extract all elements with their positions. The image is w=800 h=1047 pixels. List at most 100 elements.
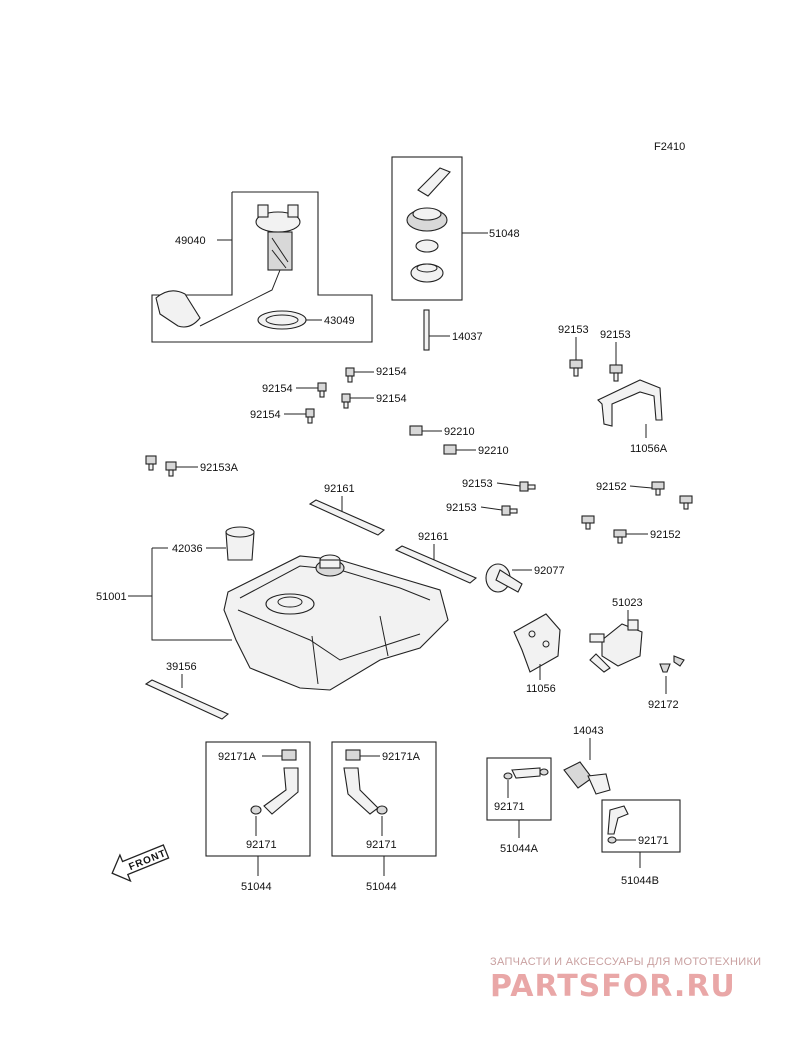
pipe-14037: 14037: [423, 309, 483, 351]
bolt-icon: [501, 505, 518, 516]
label-92153-c: 92153: [462, 478, 493, 490]
bracket-icon: [597, 379, 663, 427]
bolt-icon: [345, 367, 355, 383]
clamp-icon: [345, 749, 361, 761]
bolt-icon: [317, 382, 327, 398]
fuel-pump-icon: [155, 204, 301, 328]
bolt-icon: [305, 408, 315, 424]
label-51001: 51001: [96, 591, 127, 603]
label-39156: 39156: [166, 661, 197, 673]
watermark-logo: PARTSFOR.RU: [490, 969, 736, 1004]
fitting-icon: [563, 761, 611, 795]
label-42036: 42036: [172, 543, 203, 555]
hose-icon: [343, 767, 379, 815]
fuel-pump-group: 49040 43049: [151, 191, 373, 343]
label-92210-a: 92210: [444, 426, 475, 438]
clamp-icon: [250, 805, 262, 815]
nut-icon: [443, 444, 457, 455]
bolt-icon: [569, 359, 583, 377]
label-43049: 43049: [324, 315, 355, 327]
bolts-92153a-group: 92153A: [145, 455, 239, 477]
label-92171-b: 92171: [366, 839, 397, 851]
bolt-icon: [341, 393, 351, 409]
label-51044b: 51044B: [621, 875, 659, 887]
label-92153a: 92153A: [200, 462, 239, 474]
hose-group-51044-right: 92171A 92171 51044: [331, 741, 437, 893]
cap-strap-icon: [417, 167, 451, 197]
watermark-tagline: ЗАПЧАСТИ И АКСЕССУАРЫ ДЛЯ МОТОТЕХНИКИ: [490, 956, 761, 968]
label-51048: 51048: [489, 228, 520, 240]
label-51044a: 51044A: [500, 843, 539, 855]
fuel-valve-icon: [589, 619, 643, 673]
bolt-icon: [651, 481, 665, 496]
label-92171a-a: 92171A: [218, 751, 257, 763]
hose-group-51044b: 92171 51044B: [601, 799, 681, 887]
clamp-icon: [281, 749, 297, 761]
label-92077: 92077: [534, 565, 565, 577]
label-92161-a: 92161: [324, 483, 355, 495]
label-92171a-b: 92171A: [382, 751, 421, 763]
label-14043: 14043: [573, 725, 604, 737]
bolts-92152-group: 92152 92152: [581, 481, 693, 544]
strap-92161-b: 92161: [394, 531, 478, 584]
label-92171-c: 92171: [494, 801, 525, 813]
bolt-icon: [519, 481, 536, 492]
nut-icon: [409, 425, 423, 436]
label-92154-b: 92154: [262, 383, 293, 395]
fuel-cap-group: 51048: [391, 156, 520, 301]
fuel-valve-51023: 51023 92172: [589, 597, 685, 711]
label-92171-a: 92171: [246, 839, 277, 851]
grommet-92077: 92077: [485, 563, 565, 593]
bolts-92153-mid: 92153 92153: [446, 478, 536, 516]
front-arrow-icon: FRONT: [111, 844, 170, 883]
hose-icon: [263, 767, 299, 815]
label-92171-d: 92171: [638, 835, 669, 847]
clamp-icon: [376, 805, 388, 815]
clamp-icon: [503, 768, 549, 780]
screw-icon: [659, 655, 685, 673]
label-92210-b: 92210: [478, 445, 509, 457]
bracket-11056: 11056: [513, 613, 561, 695]
label-92154-d: 92154: [250, 409, 281, 421]
bracket-icon: [513, 613, 561, 673]
cap-gasket-icon: [415, 239, 439, 253]
bolt-icon: [145, 455, 157, 471]
label-51044-a: 51044: [241, 881, 272, 893]
bolts-92154-group: 92154 92154 92154 92154: [250, 366, 407, 424]
cap-seal-icon: [410, 263, 444, 283]
strap-92161-a: 92161: [308, 483, 386, 536]
label-49040: 49040: [175, 235, 206, 247]
hose-icon: [607, 805, 629, 835]
label-92153-a: 92153: [558, 324, 589, 336]
fuel-tank-group: 42036 51001: [96, 526, 449, 691]
label-92153-b: 92153: [600, 329, 631, 341]
strip-39156: 39156: [144, 661, 230, 720]
hose-icon: [511, 767, 541, 779]
label-92153-d: 92153: [446, 502, 477, 514]
label-92152-b: 92152: [650, 529, 681, 541]
label-14037: 14037: [452, 331, 483, 343]
figure-code: F2410: [654, 141, 685, 153]
label-51023: 51023: [612, 597, 643, 609]
nuts-92210-group: 92210 92210: [409, 425, 509, 457]
bolt-icon: [679, 495, 693, 510]
watermark: ЗАПЧАСТИ И АКСЕССУАРЫ ДЛЯ МОТОТЕХНИКИ PA…: [490, 956, 761, 1004]
grommet-icon: [485, 563, 523, 593]
bolt-icon: [609, 364, 623, 382]
label-92154-c: 92154: [376, 393, 407, 405]
fitting-14043: 14043: [563, 725, 611, 795]
hose-group-51044a: 92171 51044A: [486, 757, 552, 855]
clamp-icon: [607, 836, 617, 844]
label-92161-b: 92161: [418, 531, 449, 543]
bracket-11056a-group: 92153 92153 11056A: [558, 324, 668, 455]
label-92152-a: 92152: [596, 481, 627, 493]
hose-group-51044-left: 92171A 92171 51044: [205, 741, 311, 893]
label-92154-a: 92154: [376, 366, 407, 378]
label-11056a: 11056A: [630, 443, 668, 455]
fuel-tank-icon: [223, 554, 449, 691]
fuel-cap-icon: [406, 207, 448, 232]
label-92172: 92172: [648, 699, 679, 711]
label-11056: 11056: [526, 683, 556, 695]
bolt-icon: [581, 515, 595, 530]
